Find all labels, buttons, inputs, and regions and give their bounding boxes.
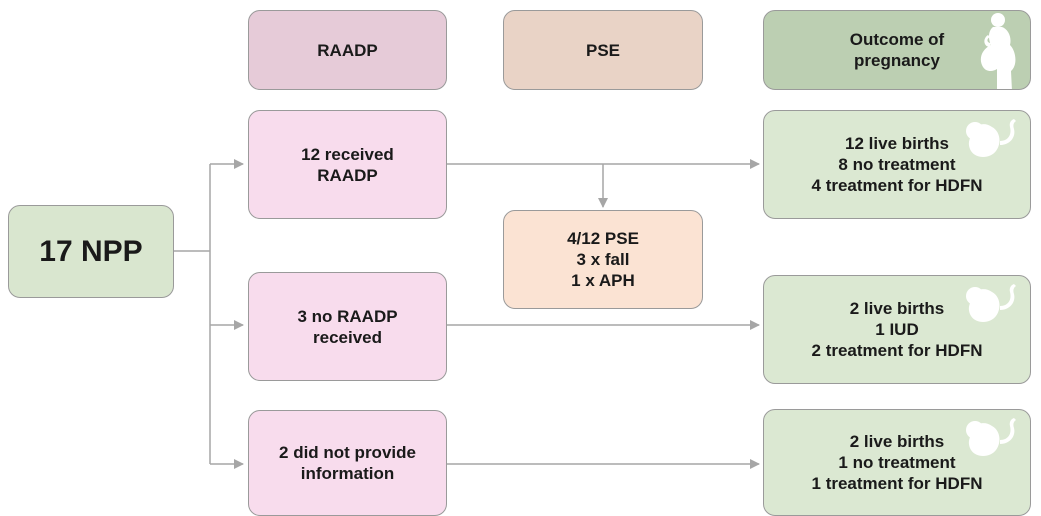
group-label-no-information: 2 did not provide information	[279, 443, 416, 483]
header-outcome-label: Outcome of pregnancy	[849, 30, 945, 70]
group-box-no-raadp: 3 no RAADP received	[248, 272, 447, 381]
header-raadp: RAADP	[248, 10, 447, 90]
outcome-label-no-information: 2 live births 1 no treatment 1 treatment…	[811, 432, 983, 493]
header-pse-label: PSE	[585, 40, 621, 60]
pse-box-label: 4/12 PSE 3 x fall 1 x APH	[567, 229, 639, 290]
header-pse: PSE	[503, 10, 703, 90]
outcome-label-no-raadp: 2 live births 1 IUD 2 treatment for HDFN	[811, 299, 983, 360]
pregnant-woman-silhouette-icon	[980, 13, 1016, 89]
group-label-no-raadp: 3 no RAADP received	[297, 306, 398, 347]
fetus-silhouette-icon	[966, 418, 1016, 456]
fetus-silhouette-icon	[966, 119, 1016, 157]
header-raadp-label: RAADP	[317, 40, 378, 60]
outcome-label-received-raadp: 12 live births 8 no treatment 4 treatmen…	[811, 134, 983, 195]
root-npp-box: 17 NPP	[8, 205, 174, 298]
outcome-box-no-raadp: 2 live births 1 IUD 2 treatment for HDFN	[763, 275, 1031, 384]
group-box-no-information: 2 did not provide information	[248, 410, 447, 516]
root-npp-label: 17 NPP	[39, 235, 143, 268]
header-outcome: Outcome of pregnancy	[763, 10, 1031, 90]
fetus-silhouette-icon	[966, 284, 1016, 322]
outcome-box-received-raadp: 12 live births 8 no treatment 4 treatmen…	[763, 110, 1031, 219]
group-label-received-raadp: 12 received RAADP	[301, 144, 394, 185]
group-box-received-raadp: 12 received RAADP	[248, 110, 447, 219]
pse-box: 4/12 PSE 3 x fall 1 x APH	[503, 210, 703, 309]
